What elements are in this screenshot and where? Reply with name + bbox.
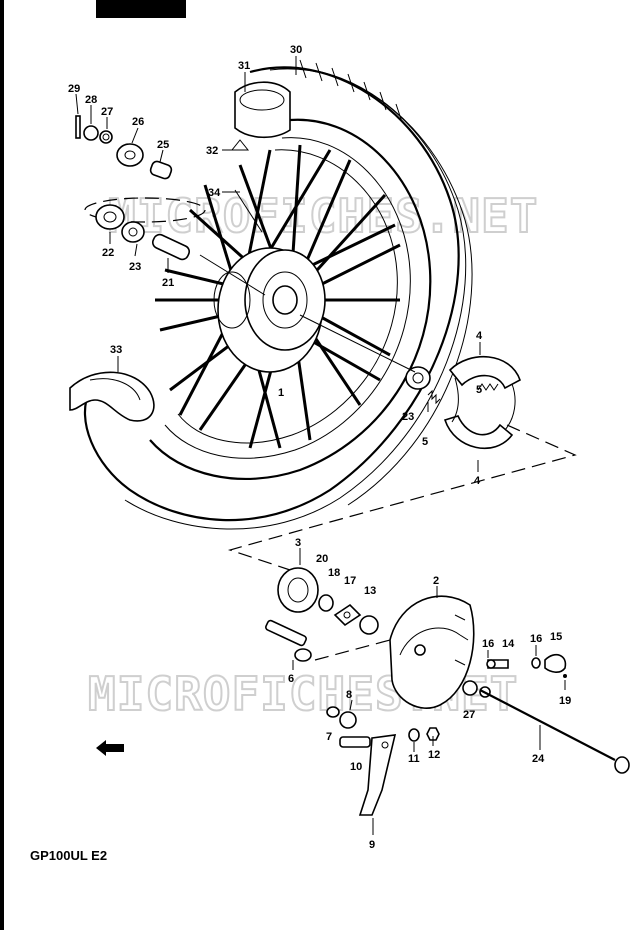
left-hub-parts	[75, 115, 266, 296]
callout-22: 22	[102, 247, 114, 259]
callout-26: 26	[132, 116, 144, 128]
callout-28: 28	[85, 94, 97, 106]
callout-23-right: 23	[402, 411, 414, 423]
callout-7: 7	[326, 731, 332, 743]
callout-10: 10	[350, 761, 362, 773]
callout-15: 15	[550, 631, 562, 643]
callout-19: 19	[559, 695, 571, 707]
callout-31: 31	[238, 60, 250, 72]
callout-11: 11	[408, 753, 420, 765]
guide-line-lower	[314, 639, 391, 661]
callout-32: 32	[206, 145, 218, 157]
watermark-top: MICROFICHES.NET	[108, 189, 538, 243]
callout-13: 13	[364, 585, 376, 597]
callout-2: 2	[433, 575, 439, 587]
callout-3: 3	[295, 537, 301, 549]
callout-34: 34	[208, 187, 221, 199]
brake-shoes	[299, 314, 521, 450]
callout-16-left: 16	[482, 638, 494, 650]
callout-5-left: 5	[422, 436, 428, 448]
callout-29: 29	[68, 83, 80, 95]
callout-4-bottom: 4	[474, 475, 481, 487]
callout-18: 18	[328, 567, 340, 579]
callout-16-right: 16	[530, 633, 542, 645]
guide-line-upper	[227, 424, 577, 576]
callout-labels: 30 31 32 29 28 27 26 25 34 22 23 21 33 1…	[68, 44, 571, 851]
wheel-assembly	[69, 59, 473, 530]
callout-leaders	[75, 56, 566, 835]
callout-33: 33	[110, 344, 122, 356]
page-edge-mark	[0, 0, 4, 930]
callout-4-top: 4	[476, 330, 483, 342]
callout-27-lower: 27	[463, 709, 475, 721]
callout-9: 9	[369, 839, 375, 851]
page-header-fragment	[96, 0, 186, 18]
callout-12: 12	[428, 749, 440, 761]
callout-24: 24	[532, 753, 545, 765]
callout-14: 14	[502, 638, 515, 650]
callout-30: 30	[290, 44, 302, 56]
callout-1: 1	[278, 387, 284, 399]
callout-21: 21	[162, 277, 174, 289]
model-code: GP100UL E2	[30, 848, 107, 863]
callout-25: 25	[157, 139, 169, 151]
callout-5-right: 5	[476, 384, 482, 396]
callout-6: 6	[288, 673, 294, 685]
callout-20: 20	[316, 553, 328, 565]
callout-8: 8	[346, 689, 352, 701]
callout-17: 17	[344, 575, 356, 587]
brake-panel-assembly	[96, 567, 630, 816]
callout-23: 23	[129, 261, 141, 273]
callout-27: 27	[101, 106, 113, 118]
